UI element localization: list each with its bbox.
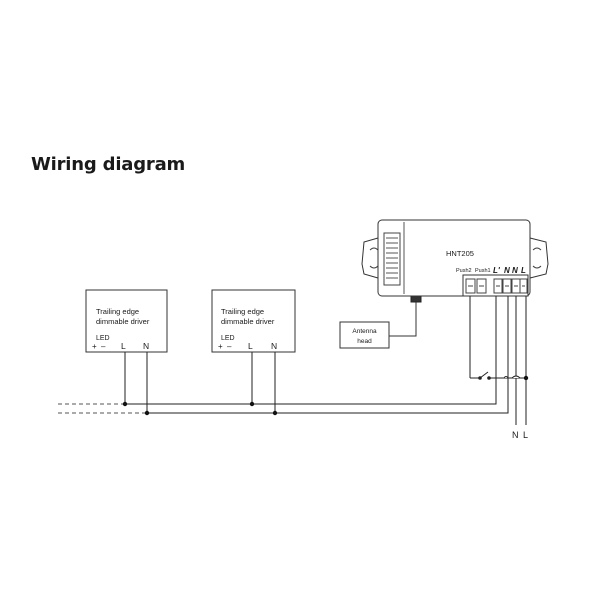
module-model: HNT205 xyxy=(446,249,474,258)
junction-dots xyxy=(122,375,529,416)
driver-1-title-2: dimmable driver xyxy=(96,317,150,326)
terminal-n-1: N xyxy=(504,266,510,275)
switched-live-bus xyxy=(125,296,497,405)
driver-2-l-label: L xyxy=(248,341,253,351)
driver-2-led-label: LED xyxy=(221,335,235,342)
page-title: Wiring diagram xyxy=(31,154,186,175)
terminal-n-2: N xyxy=(512,266,518,275)
mains-l-label: L xyxy=(523,430,528,440)
driver-1-l-label: L xyxy=(121,341,126,351)
driver-2-box xyxy=(211,289,296,353)
terminal-l: L xyxy=(521,266,526,275)
driver-1-title-1: Trailing edge xyxy=(96,307,139,316)
terminal-push1: Push1 xyxy=(475,268,491,274)
driver-1-led-label: LED xyxy=(96,335,110,342)
driver-1-plus: + xyxy=(92,342,97,351)
driver-1-n-label: N xyxy=(143,341,149,351)
antenna-label-2: head xyxy=(357,338,372,345)
driver-2-n-label: N xyxy=(271,341,277,351)
driver-2-title-2: dimmable driver xyxy=(221,317,275,326)
mains-n-label: N xyxy=(512,430,519,440)
antenna-cable xyxy=(389,302,417,337)
driver-2-minus: – xyxy=(227,342,232,351)
terminal-push2: Push2 xyxy=(456,268,472,274)
terminal-l-prime: L' xyxy=(493,266,501,275)
neutral-bus xyxy=(147,296,509,414)
driver-1-box xyxy=(85,289,168,353)
antenna-box xyxy=(339,321,390,349)
terminal-block xyxy=(462,274,529,297)
antenna-label-1: Antenna xyxy=(352,328,377,335)
driver-2-plus: + xyxy=(218,342,223,351)
antenna-connector xyxy=(410,295,422,303)
driver-2-title-1: Trailing edge xyxy=(221,307,264,316)
driver-1-minus: – xyxy=(101,342,106,351)
